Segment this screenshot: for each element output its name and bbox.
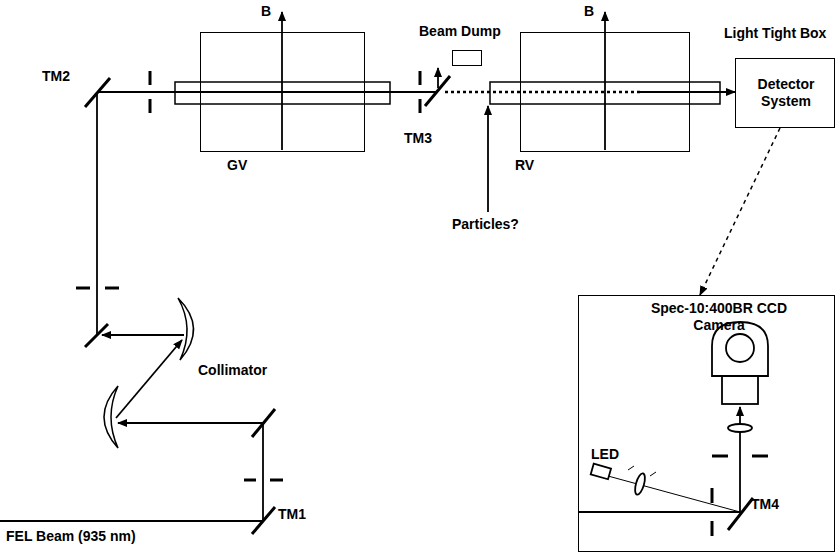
beam-path (118, 422, 263, 424)
detector-inset (722, 376, 758, 404)
beam-tubes (175, 82, 720, 104)
node-label: Light Tight Box (724, 25, 826, 42)
node-label: LED (591, 446, 619, 463)
curved-mirrors (104, 386, 118, 448)
part-label: TM2 (42, 68, 70, 85)
beam-path (97, 91, 437, 93)
mirrors (85, 76, 450, 534)
detector-inset (591, 464, 611, 480)
detector-inset (711, 521, 714, 536)
mirrors (85, 324, 108, 347)
node-label: Detector System (736, 76, 836, 110)
mirrors (85, 78, 110, 107)
detector-inset (712, 455, 728, 458)
magnet-box: BGV (200, 32, 365, 152)
beam-path (437, 68, 439, 88)
apertures (419, 99, 422, 113)
detector-inset (728, 424, 752, 432)
beam-path (102, 334, 184, 336)
beam-path (640, 91, 690, 93)
mirrors (252, 409, 275, 437)
part-label: Particles? (452, 216, 519, 233)
detector-inset (608, 476, 740, 512)
dashed-pointer (700, 128, 780, 295)
detector-box: Light Tight BoxDetector System (735, 58, 835, 128)
detector-inset (711, 488, 714, 503)
curved-mirrors (104, 298, 194, 448)
detector-inset (628, 466, 634, 470)
detector-inset (728, 498, 753, 530)
part-label: Collimator (198, 362, 267, 379)
apertures (76, 287, 90, 290)
beam-path (96, 92, 98, 336)
magnet-box: BRV (520, 32, 690, 152)
beam-arrow (690, 91, 735, 93)
detector-inset (726, 334, 754, 362)
apertures (149, 71, 152, 85)
detector-inset (633, 472, 647, 495)
apertures (270, 479, 283, 482)
apertures (419, 71, 422, 85)
node-label: Spec-10:400BR CCD Camera (649, 300, 789, 334)
apertures (149, 99, 152, 113)
part-label: TM1 (278, 506, 306, 523)
node-label: Beam Dump (419, 23, 501, 40)
node-label: B (261, 3, 271, 20)
apertures (105, 287, 119, 290)
curved-mirrors (178, 298, 194, 360)
detector-inset (752, 455, 768, 458)
node-label: RV (515, 157, 534, 174)
node-label: TM4 (751, 496, 779, 513)
beam-path (116, 340, 182, 418)
beam-dump-box: Beam Dump (452, 50, 482, 66)
node-label: GV (227, 157, 247, 174)
detector-inset (578, 322, 768, 536)
detector-inset (578, 511, 740, 513)
mirrors (252, 507, 275, 534)
mirrors (425, 76, 450, 106)
part-label: FEL Beam (935 nm) (6, 528, 136, 545)
beam-path (445, 91, 640, 94)
part-label: TM3 (404, 130, 432, 147)
beam-path (487, 106, 489, 212)
beam-path (262, 423, 264, 521)
detector-inset (650, 472, 656, 476)
node-label: B (584, 3, 594, 20)
apertures (76, 71, 420, 480)
detector-inset (739, 407, 741, 512)
light-tight-box: Spec-10:400BR CCD CameraLED TM4 (578, 295, 835, 552)
beam-path (0, 520, 263, 522)
apertures (244, 479, 256, 482)
